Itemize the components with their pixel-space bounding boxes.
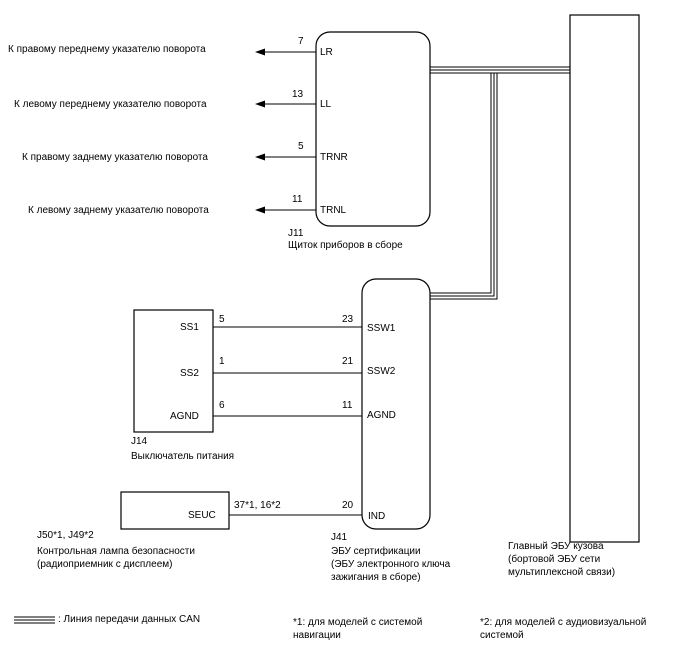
output-line-lr xyxy=(255,48,316,56)
pin-ll: 13 xyxy=(292,89,304,100)
cluster-name: Щиток приборов в сборе xyxy=(288,239,403,251)
terminal-ind: IND xyxy=(368,511,385,522)
terminal-lr: LR xyxy=(320,47,333,58)
cluster-connector: J11 xyxy=(288,228,304,239)
instrument-cluster-box xyxy=(315,31,431,227)
cert-ecu-name: ЭБУ сертификации xyxy=(331,545,421,557)
terminal-seuc: SEUC xyxy=(188,510,216,521)
output-label-lr: К правому переднему указателю поворота xyxy=(8,44,206,55)
output-line-ll xyxy=(255,100,316,108)
security-lamp-box xyxy=(120,491,230,530)
pin-ssw1: 23 xyxy=(342,314,354,325)
pin-seuc: 37*1, 16*2 xyxy=(234,500,281,511)
can-bus-cert-ecu xyxy=(430,73,498,300)
cert-ecu-name-line3: зажигания в сборе) xyxy=(331,571,421,583)
terminal-ll: LL xyxy=(320,99,332,110)
pin-trnr: 5 xyxy=(298,141,304,152)
note-1-cont: навигации xyxy=(293,630,341,641)
pin-ss1: 5 xyxy=(219,314,225,325)
terminal-ssw1: SSW1 xyxy=(367,323,396,334)
pin-ind: 20 xyxy=(342,500,354,511)
output-line-trnl xyxy=(255,206,316,214)
terminal-ss2: SS2 xyxy=(180,368,199,379)
output-line-trnr xyxy=(255,153,316,161)
terminal-trnl: TRNL xyxy=(320,205,347,216)
power-switch-name: Выключатель питания xyxy=(131,451,234,462)
pin-lr: 7 xyxy=(298,36,304,47)
body-ecu-name-line3: мультиплексной связи) xyxy=(508,567,615,578)
output-label-trnr: К правому заднему указателю поворота xyxy=(22,152,208,163)
certification-ecu-box xyxy=(361,278,431,530)
terminal-agnd: AGND xyxy=(170,411,199,422)
security-lamp-connector: J50*1, J49*2 xyxy=(37,530,94,541)
can-bus-cluster xyxy=(430,66,570,74)
note-2-cont: системой xyxy=(480,630,524,641)
output-label-trnl: К левому заднему указателю поворота xyxy=(28,205,209,216)
terminal-ecu-agnd: AGND xyxy=(367,410,396,421)
power-switch-box xyxy=(133,309,214,433)
terminal-trnr: TRNR xyxy=(320,152,348,163)
power-switch-connector: J14 xyxy=(131,436,148,447)
cert-ecu-connector: J41 xyxy=(331,532,348,543)
pin-ecu-agnd: 11 xyxy=(342,400,353,411)
pin-ssw2: 21 xyxy=(342,356,354,367)
security-lamp-name: Контрольная лампа безопасности xyxy=(37,545,195,557)
pin-agnd: 6 xyxy=(219,400,225,411)
terminal-ss1: SS1 xyxy=(180,322,199,333)
can-line-legend-label: : Линия передачи данных CAN xyxy=(58,614,200,625)
body-ecu-name-line2: (бортовой ЭБУ сети xyxy=(508,553,600,565)
pin-ss2: 1 xyxy=(219,356,225,367)
note-1: *1: для моделей с системой xyxy=(293,617,422,628)
cert-ecu-name-line2: (ЭБУ электронного ключа xyxy=(331,559,451,570)
note-2: *2: для моделей с аудиовизуальной xyxy=(480,617,646,628)
body-ecu-name: Главный ЭБУ кузова xyxy=(508,541,604,552)
security-lamp-name-sub: (радиоприемник с дисплеем) xyxy=(37,559,172,570)
terminal-ssw2: SSW2 xyxy=(367,366,396,377)
main-body-ecu-box xyxy=(569,14,640,543)
pin-trnl: 11 xyxy=(292,194,303,205)
can-line-legend-symbol xyxy=(14,616,55,624)
output-label-ll: К левому переднему указателю поворота xyxy=(14,99,207,110)
